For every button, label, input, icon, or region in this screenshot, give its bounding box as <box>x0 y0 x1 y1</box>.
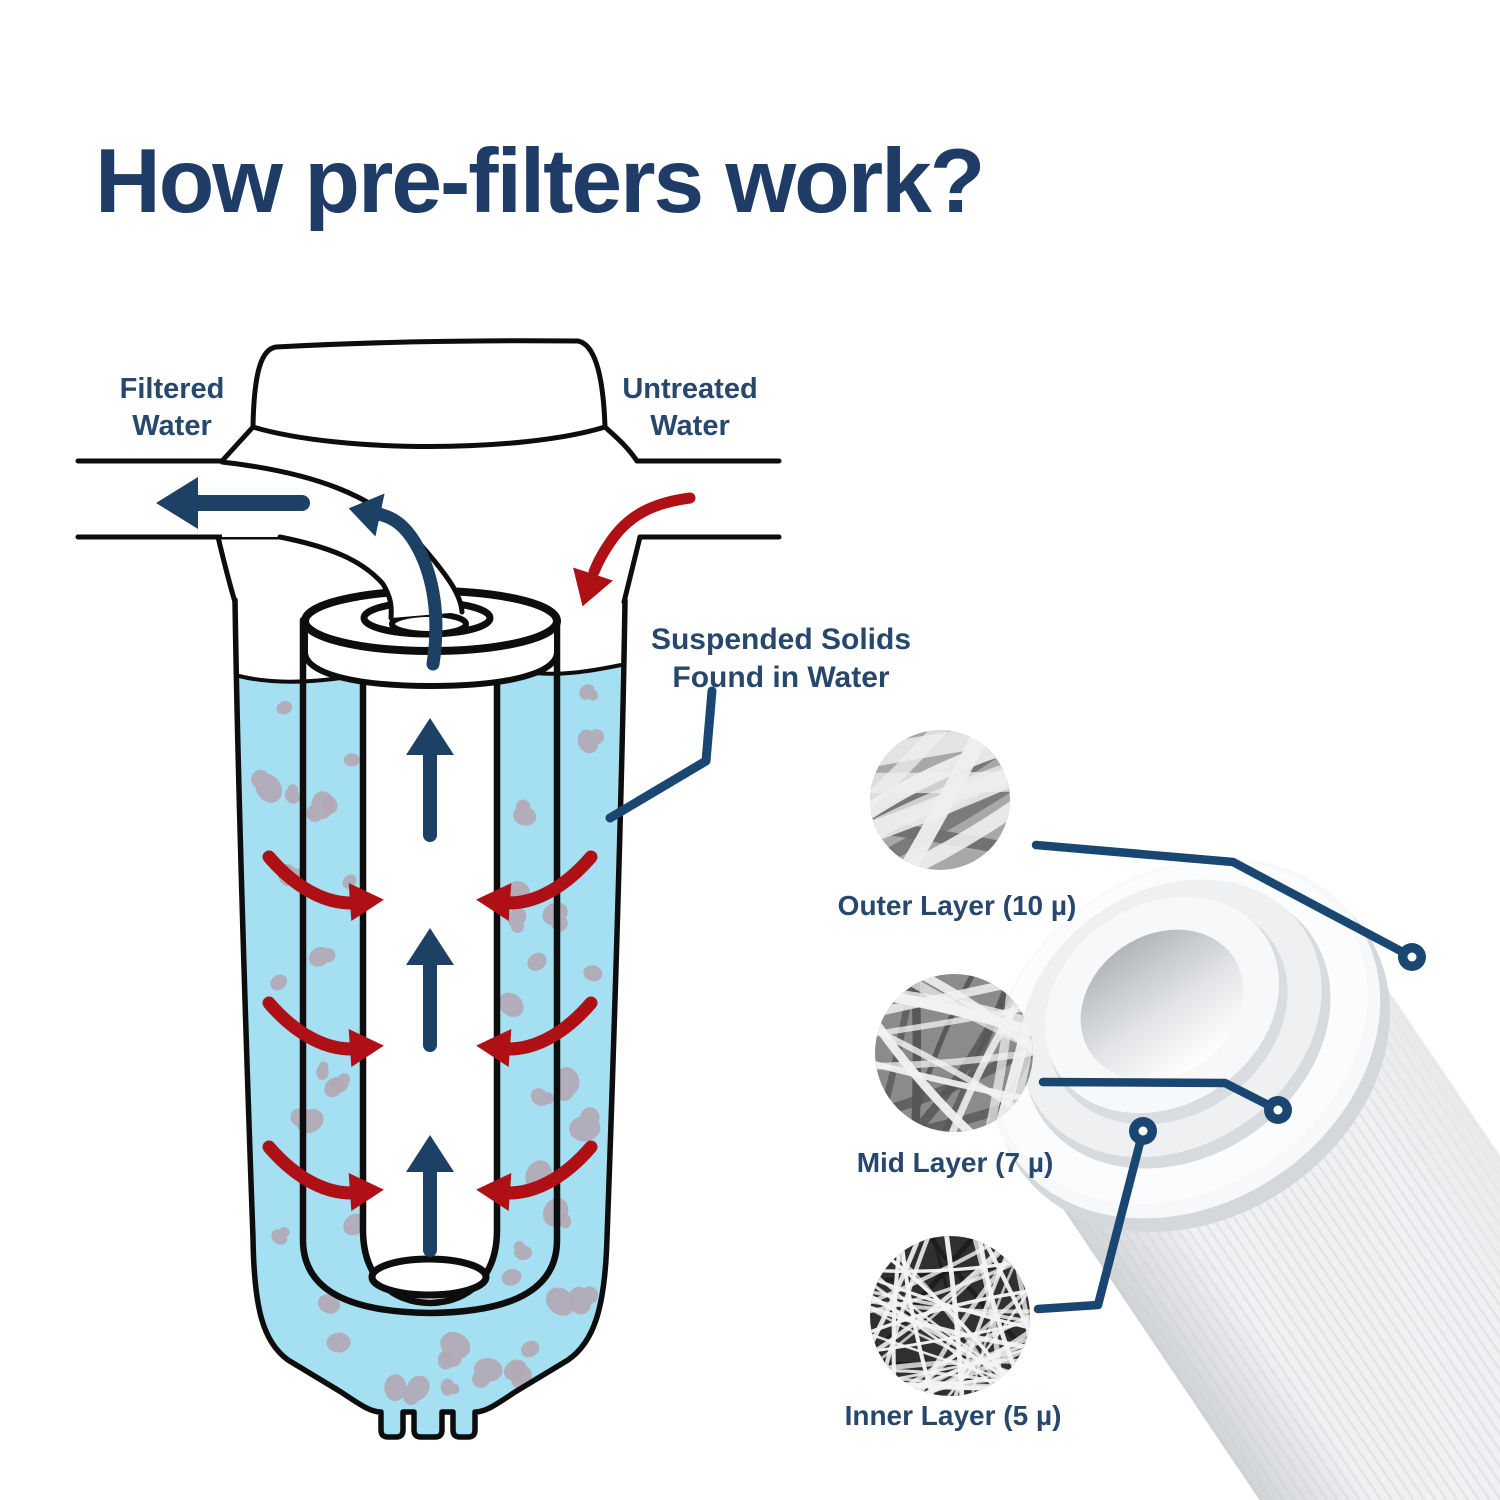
fiber-strand <box>871 779 1010 870</box>
outer-layer-texture <box>870 730 1010 870</box>
suspended-solid <box>545 1287 575 1316</box>
fiber-strand <box>870 770 1010 794</box>
suspended-solid <box>579 684 599 701</box>
page-title: How pre-filters work? <box>95 131 985 232</box>
suspended-solid <box>472 1357 503 1388</box>
suspended-solid <box>402 1375 430 1405</box>
core-bottom-opening <box>368 1255 490 1299</box>
suspended-solid <box>321 795 338 814</box>
fiber-strand <box>875 990 1002 1132</box>
suspended-solid <box>583 965 603 982</box>
untreated-water-line1: Untreated <box>622 373 758 405</box>
suspended-solid <box>527 952 547 971</box>
suspended-solid <box>316 1061 329 1080</box>
head-right-lower-edge <box>621 534 643 605</box>
fiber-strand <box>870 730 976 839</box>
elbow-tube-inner <box>277 534 394 621</box>
suspended-solid <box>507 907 527 933</box>
untreated-water-label: Untreated Water <box>622 371 757 445</box>
inward-arrow-right <box>476 1140 598 1211</box>
mid-layer-label: Mid Layer (7 µ) <box>856 1147 1054 1178</box>
filtered-water-line1: Filtered <box>119 373 225 405</box>
suspended-solid <box>270 974 288 991</box>
suspended-solids-label: Suspended Solids Found in Water <box>651 621 911 697</box>
suspended-solid <box>317 1294 340 1314</box>
untreated-water-line2: Water <box>650 409 730 442</box>
filtered-water-arrow <box>156 477 310 529</box>
core-rise-arrow <box>348 493 443 671</box>
filter-media-wall <box>299 616 561 1317</box>
layer-leader-lines <box>1031 840 1426 1314</box>
cartridge-core-hole <box>1080 929 1244 1081</box>
suspended-solid <box>501 1268 522 1286</box>
inward-arrow-right <box>476 850 598 921</box>
suspended-solid <box>513 1241 533 1261</box>
fiber-strand <box>873 1326 1030 1396</box>
head-left-lower-edge <box>215 534 238 605</box>
suspended-solids-line2: Found in Water <box>672 661 890 695</box>
fiber-strand <box>875 1078 1033 1132</box>
suspended-solid <box>324 1077 344 1098</box>
suspended-solid <box>343 753 360 767</box>
head-right-edge <box>602 424 640 464</box>
cap-collar-hole <box>389 611 469 637</box>
fiber-strand <box>884 974 1033 1083</box>
filtered-water-line2: Water <box>132 409 212 442</box>
mid-layer-leader <box>1038 1077 1283 1115</box>
fiber-strand <box>981 974 1033 1132</box>
suspended-solid <box>308 946 336 967</box>
upward-flow-arrows <box>406 718 454 1257</box>
filtered-water-label: Filtered Water <box>120 371 225 445</box>
inward-arrow-left <box>262 1140 384 1211</box>
suspended-solid <box>251 769 283 803</box>
suspended-solid <box>569 1107 601 1142</box>
fiber-strand <box>992 974 1033 1132</box>
fiber-strand <box>908 1236 1030 1375</box>
suspended-solid <box>271 1227 290 1245</box>
upward-arrow <box>406 718 454 842</box>
suspended-solid <box>498 992 524 1017</box>
upward-arrow <box>406 1135 454 1257</box>
sump-outline <box>232 597 628 1440</box>
inward-arrow-right <box>476 996 598 1067</box>
fiber-strand <box>995 1236 1030 1396</box>
suspended-solid <box>440 1378 460 1396</box>
upward-arrow <box>406 928 454 1052</box>
suspended-solid <box>521 1340 540 1358</box>
suspended-solid <box>284 784 300 804</box>
inner-layer-label: Inner Layer (5 µ) <box>844 1400 1062 1431</box>
suspended-solid <box>437 1350 454 1370</box>
suspended-solid <box>326 1332 351 1353</box>
fiber-strand <box>955 1236 1030 1388</box>
cartridge-3d-render <box>988 857 1500 1500</box>
outer-layer-label: Outer Layer (10 µ) <box>837 890 1077 921</box>
head-dome <box>250 338 608 449</box>
suspended-solid <box>276 701 293 715</box>
suspended-solids-leader <box>605 686 717 823</box>
suspended-solid <box>384 1374 407 1401</box>
suspended-solid <box>530 1088 554 1107</box>
untreated-water-arrow <box>573 492 696 607</box>
suspended-solid <box>513 799 537 826</box>
inward-flow-arrows <box>262 850 598 1211</box>
inner-layer-leader <box>1033 1126 1148 1314</box>
suspended-solid <box>577 729 605 754</box>
head-left-edge <box>219 424 256 464</box>
suspended-solid <box>555 1067 580 1101</box>
outer-layer-leader <box>1031 840 1417 962</box>
filter-housing-diagram <box>75 338 782 1440</box>
inward-arrow-left <box>262 850 384 921</box>
fiber-strand <box>875 1044 1033 1070</box>
suspended-solids-line1: Suspended Solids <box>650 623 912 656</box>
inward-arrow-left <box>262 996 384 1067</box>
fiber-strand <box>917 1256 1030 1396</box>
